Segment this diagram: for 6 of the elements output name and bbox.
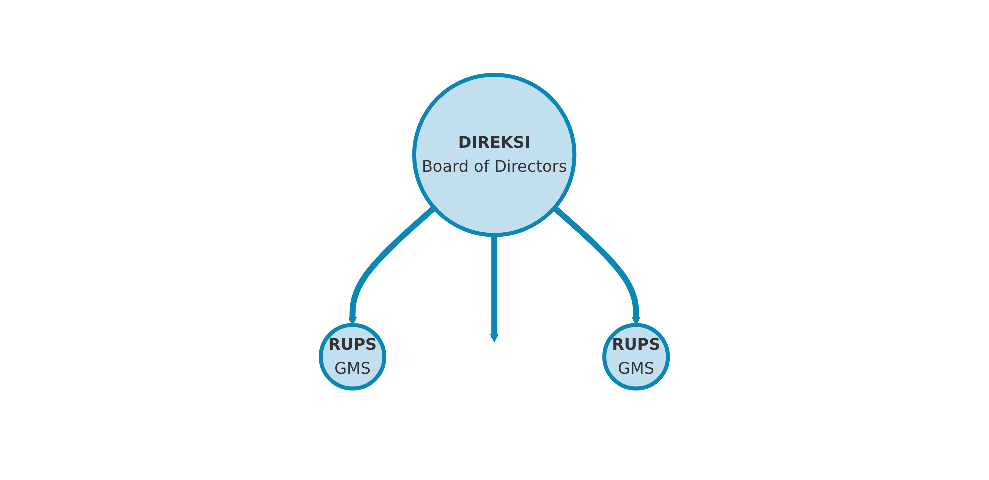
node-circle: RUPS GMS <box>318 323 386 391</box>
node-circle: RUPS GMS <box>602 323 670 391</box>
node-circle: DIREKSI Board of Directors <box>412 72 577 238</box>
arrow <box>348 206 436 326</box>
arrow <box>490 235 499 342</box>
arrow <box>552 206 641 326</box>
